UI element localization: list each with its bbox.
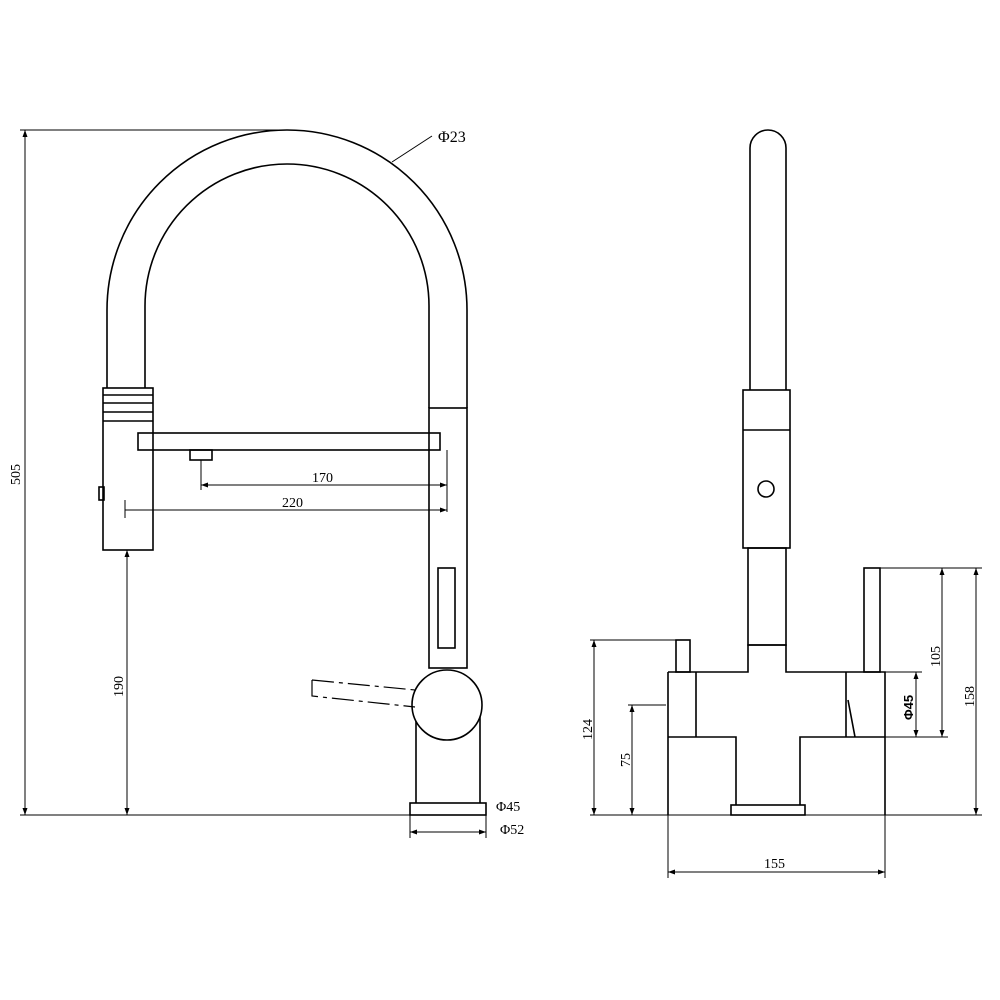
dim-base-outer: Φ52 [500,823,524,838]
dim-inlet-height: 75 [619,753,634,767]
spray-button [98,486,105,501]
body-side [667,644,886,815]
dim-hose-diameter: Φ23 [438,129,466,146]
spray-button-side [757,480,775,498]
handle-side [863,567,881,673]
lever-hub [411,669,483,741]
lever-slot [437,567,456,649]
base-plate [409,802,487,816]
lever-handle-dashed [311,679,416,708]
left-stub [675,639,691,673]
side-view: 124 75 155 105 158 Φ45 [581,129,982,878]
dim-reach-220: 220 [282,496,303,511]
hose-outer [106,129,468,408]
dim-spray-height: 190 [112,676,127,697]
dim-knob-diameter: Φ45 [901,695,916,720]
neck [747,547,787,646]
dim-reach-170: 170 [312,471,333,486]
dim-overall-height: 158 [963,686,978,707]
dim-total-height: 505 [9,464,24,485]
base-plate-side [730,804,806,816]
body-column [428,407,468,669]
dim-body-width: 155 [764,857,785,872]
holder-arm [137,432,441,451]
spray-head-side [742,389,791,549]
dim-stub-height: 124 [581,719,596,740]
spout [749,129,787,390]
dim-handle-height: 105 [929,646,944,667]
dim-base-inner: Φ45 [496,800,520,815]
hose-inner [144,163,430,408]
front-view: 505 170 220 190 Φ45 Φ52 Φ23 [9,129,524,838]
